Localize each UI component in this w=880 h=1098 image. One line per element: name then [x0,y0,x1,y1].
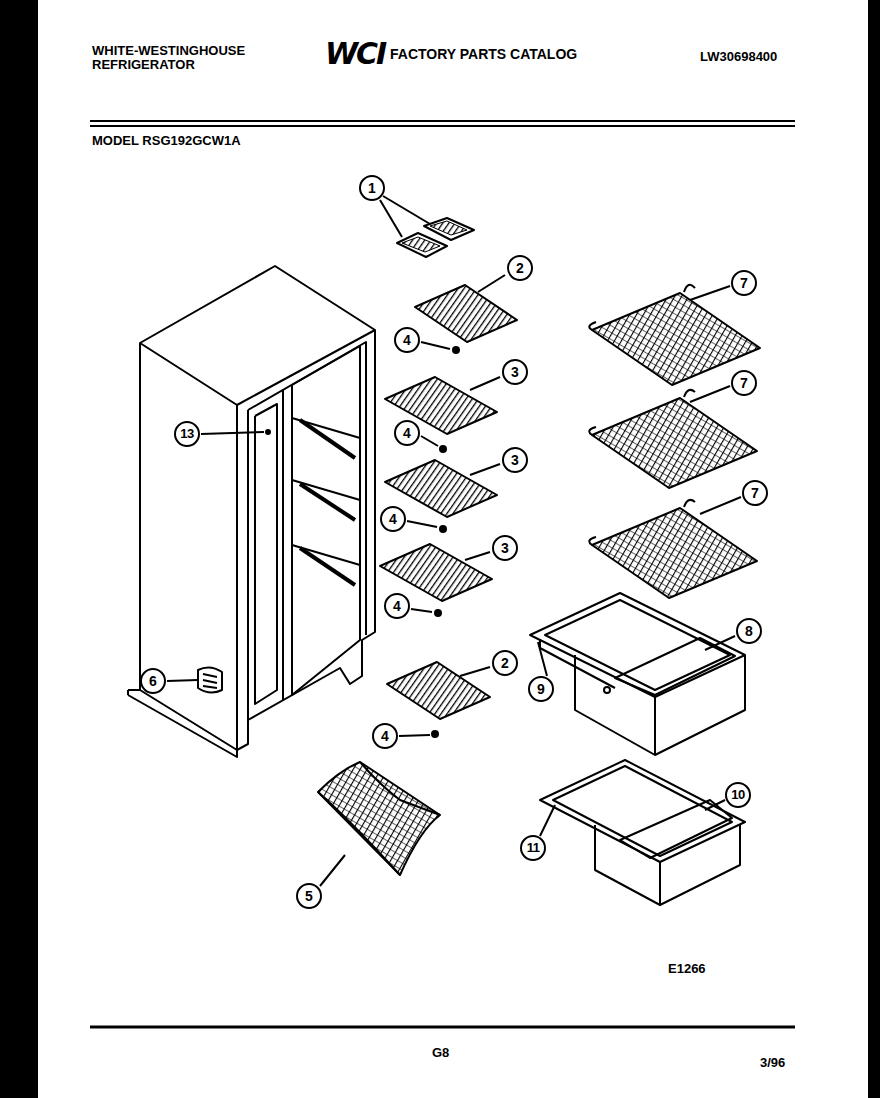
callout-number: 8 [736,618,762,644]
catalog-title: FACTORY PARTS CATALOG [390,46,577,62]
callout-number: 10 [725,782,751,808]
callout-number: 9 [528,676,554,702]
callout-number: 3 [502,447,528,473]
page-number: G8 [432,1045,449,1060]
brand-logo: WCI [325,36,385,71]
figure-code: E1266 [668,961,706,976]
callout-number: 6 [140,668,166,694]
callout-number: 7 [731,270,757,296]
callout-number: 7 [742,480,768,506]
callout-number: 1 [359,175,385,201]
callout-number: 11 [520,835,546,861]
callout-number: 7 [731,370,757,396]
catalog-number: LW30698400 [700,49,777,64]
callout-number: 4 [372,723,398,749]
callout-number: 4 [394,327,420,353]
callout-number: 5 [296,883,322,909]
callout-number: 4 [380,506,406,532]
callout-number: 3 [502,359,528,385]
brand-name: WHITE-WESTINGHOUSE REFRIGERATOR [92,44,282,72]
callout-number: 4 [394,420,420,446]
model-number: MODEL RSG192GCW1A [92,133,241,148]
callout-number: 13 [174,421,200,447]
callout-number: 2 [507,255,533,281]
callout-number: 4 [384,593,410,619]
callout-number: 2 [492,650,518,676]
revision-date: 3/96 [760,1055,785,1070]
callout-number: 3 [492,535,518,561]
